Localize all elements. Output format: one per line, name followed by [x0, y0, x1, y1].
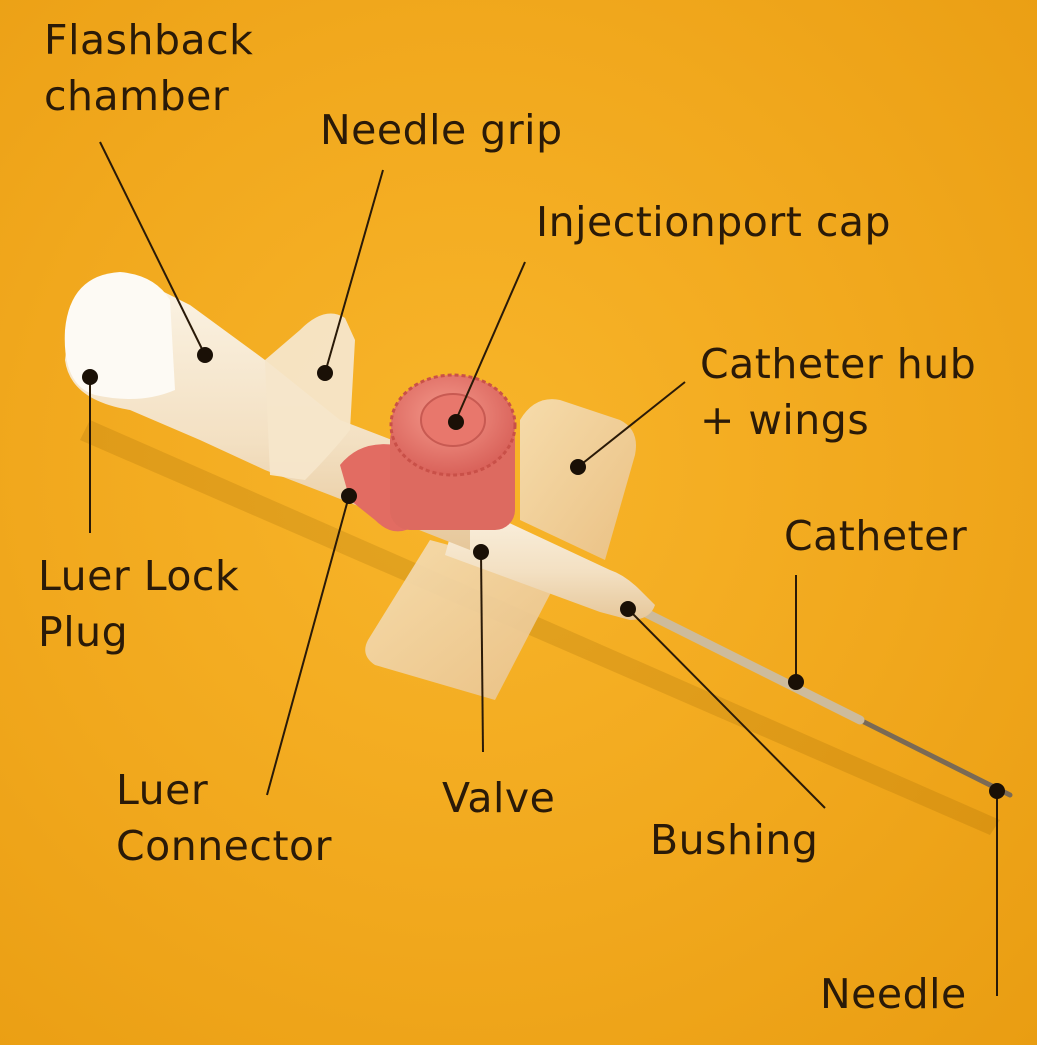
- leader-injectionport-cap: [455, 261, 526, 421]
- catheter-shape: [635, 605, 865, 725]
- label-injectionport-cap: Injectionport cap: [536, 194, 891, 250]
- label-text: chamber: [44, 72, 230, 120]
- upper-wing-shape: [520, 399, 636, 560]
- label-text: Catheter hub: [700, 340, 977, 388]
- lower-wing-shape: [365, 540, 560, 700]
- leader-lines: [89, 141, 998, 996]
- dot-needle-grip: [317, 365, 333, 381]
- label-bushing: Bushing: [650, 812, 818, 868]
- label-text: Luer Lock: [38, 552, 240, 600]
- dot-valve: [473, 544, 489, 560]
- label-catheter-hub-wings: Catheter hub + wings: [700, 336, 976, 448]
- leader-bushing: [627, 608, 826, 809]
- label-text: Injectionport cap: [536, 198, 892, 246]
- label-needle: Needle: [820, 966, 967, 1022]
- label-text: Needle: [820, 970, 967, 1018]
- label-luer-connector: Luer Connector: [116, 762, 332, 874]
- dot-catheter: [788, 674, 804, 690]
- leader-luer-connector: [266, 495, 350, 796]
- pointer-dots: [82, 347, 1005, 799]
- label-text: Needle grip: [320, 106, 563, 154]
- label-text: Bushing: [650, 816, 819, 864]
- catheter-hub-shape: [445, 500, 655, 620]
- dot-flashback-chamber: [197, 347, 213, 363]
- label-text: Valve: [442, 774, 556, 822]
- label-luer-lock-plug: Luer Lock Plug: [38, 548, 239, 660]
- dot-injectionport-cap: [448, 414, 464, 430]
- leader-catheter-hub: [577, 381, 686, 468]
- label-text: Luer: [116, 766, 209, 814]
- label-catheter: Catheter: [784, 508, 967, 564]
- label-text: + wings: [700, 396, 870, 444]
- device-shadow: [80, 420, 1000, 835]
- dot-luer-lock-plug: [82, 369, 98, 385]
- dot-luer-connector: [341, 488, 357, 504]
- dot-catheter-hub: [570, 459, 586, 475]
- label-valve: Valve: [442, 770, 555, 826]
- label-text: Flashback: [44, 16, 254, 64]
- dot-needle: [989, 783, 1005, 799]
- leader-valve: [480, 551, 484, 753]
- label-needle-grip: Needle grip: [320, 102, 563, 158]
- dot-bushing: [620, 601, 636, 617]
- injection-cap-shape: [389, 373, 517, 530]
- label-text: Plug: [38, 608, 129, 656]
- label-text: Catheter: [784, 512, 968, 560]
- leader-flashback-chamber: [99, 141, 206, 356]
- leader-needle-grip: [324, 169, 384, 374]
- label-text: Connector: [116, 822, 332, 870]
- flashback-chamber-shape: [64, 272, 175, 399]
- needle-grip-shape: [265, 313, 355, 480]
- label-flashback-chamber: Flashback chamber: [44, 12, 253, 124]
